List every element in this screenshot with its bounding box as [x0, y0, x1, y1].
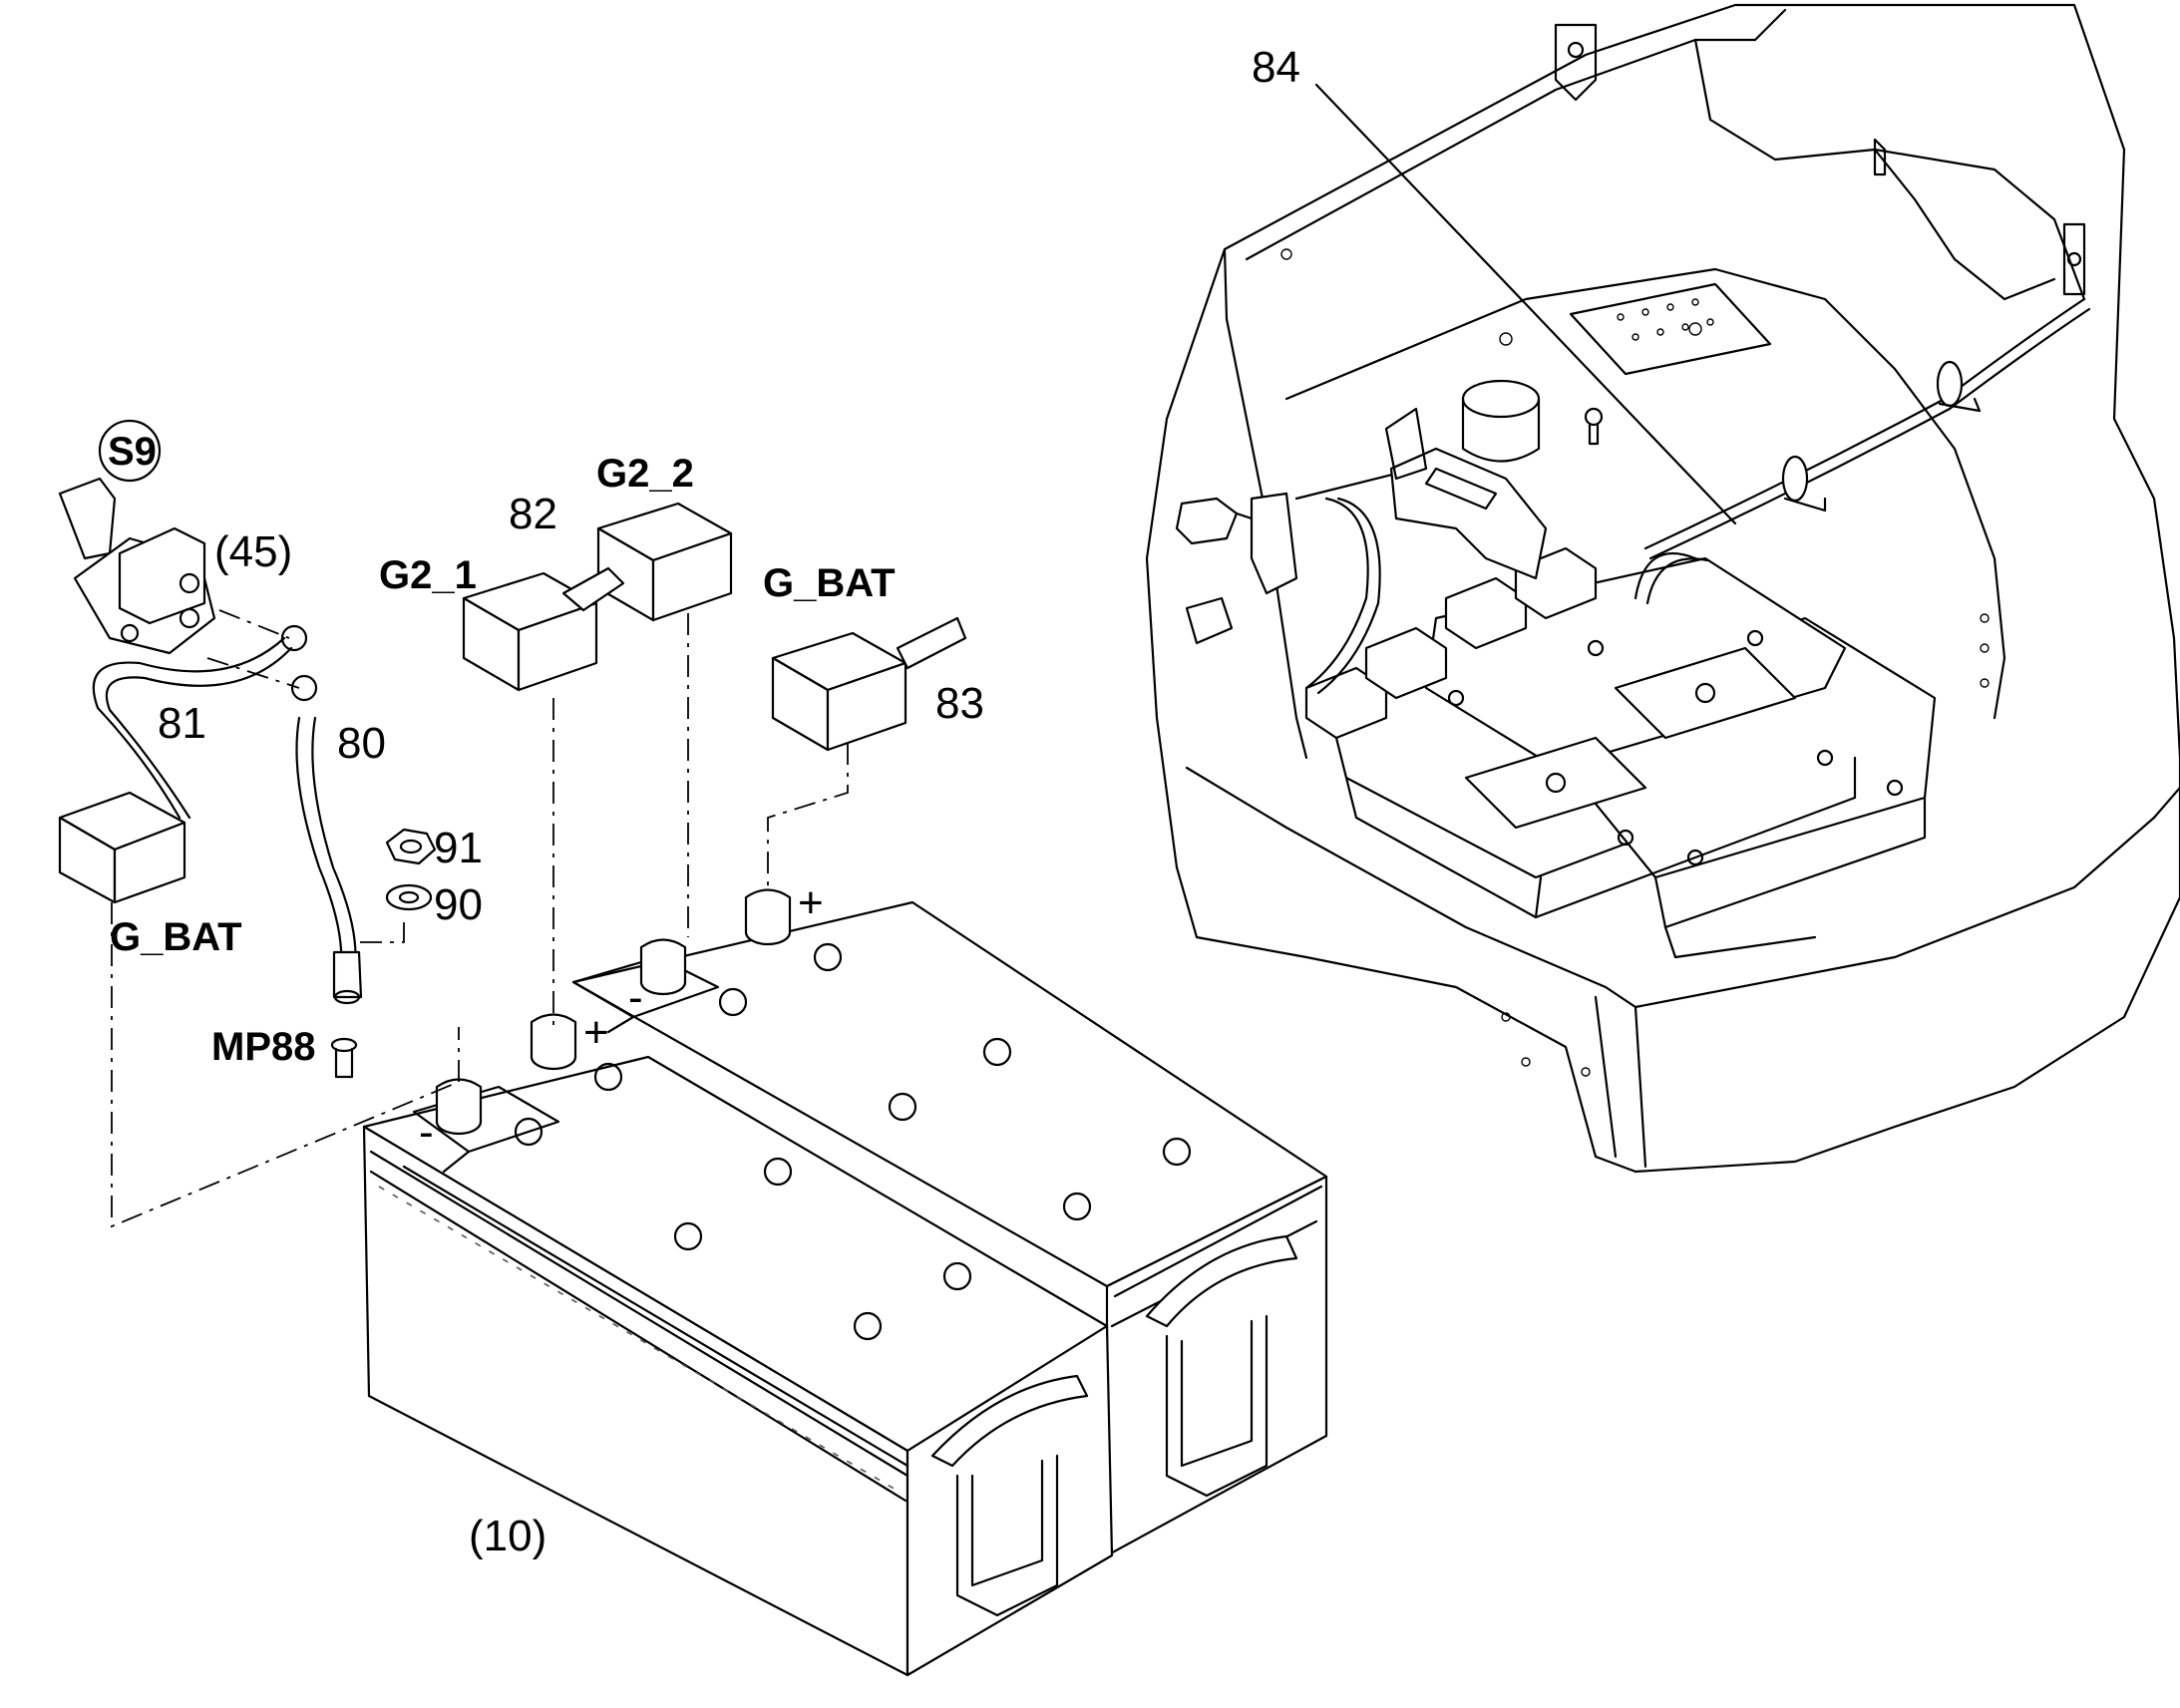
callout-mp88: MP88: [211, 1025, 316, 1069]
bolt-icon: [330, 1037, 358, 1079]
callout-90: 90: [434, 880, 483, 929]
machine-frame-illustration: [1145, 3, 2180, 1174]
callout-84: 84: [1252, 43, 1300, 92]
terminal-cover-g-bat: [771, 616, 967, 752]
callout-g-bat-left: G_BAT: [110, 915, 242, 959]
callout-g2-2: G2_2: [596, 452, 694, 496]
battery-pack-illustration: - + - +: [362, 878, 1328, 1677]
battery-switch-illustration: [58, 477, 216, 655]
callout-10: (10): [469, 1512, 546, 1560]
terminal-plus-back: +: [798, 878, 824, 927]
terminal-minus-back: -: [628, 973, 643, 1022]
callout-s9: S9: [108, 430, 157, 474]
cable-81: [58, 624, 308, 904]
leader-84: [1314, 83, 1737, 525]
callout-45: (45): [214, 527, 292, 576]
terminal-plus-front: +: [583, 1008, 609, 1057]
callout-82: 82: [509, 490, 557, 538]
terminal-minus-front: -: [419, 1108, 434, 1157]
hex-nut-icon: [385, 828, 437, 865]
callout-81: 81: [158, 699, 206, 748]
s9-badge-circle: [98, 419, 162, 483]
terminal-cover-g2-2: [561, 502, 733, 622]
callout-91: 91: [434, 824, 483, 872]
assembly-dash-lines: [111, 609, 849, 1228]
washer-icon: [385, 883, 433, 911]
callout-83: 83: [935, 679, 984, 728]
callout-g2-1: G2_1: [379, 553, 477, 597]
cable-80: [290, 674, 363, 1005]
terminal-cover-g2-1: [462, 571, 598, 692]
callout-g-bat-top: G_BAT: [763, 561, 896, 605]
callout-80: 80: [337, 719, 386, 768]
